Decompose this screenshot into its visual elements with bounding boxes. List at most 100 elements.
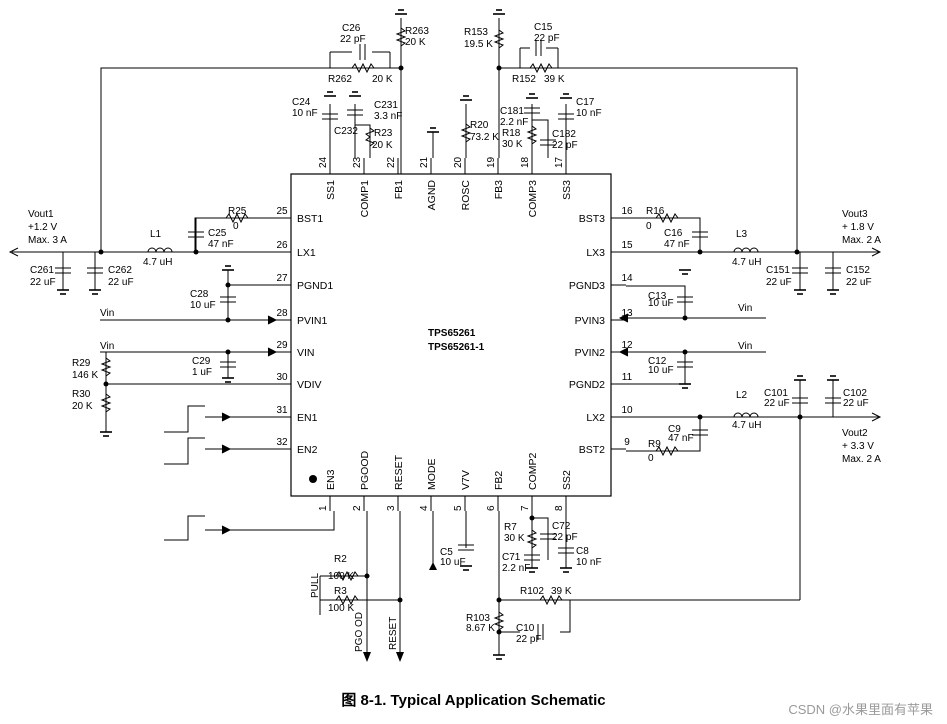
component-value-C15: 22 pF: [534, 33, 560, 44]
component-ref-C151: C151: [766, 265, 790, 276]
component-value-C231: 3.3 nF: [374, 111, 402, 122]
component-ref-C28: C28: [190, 289, 209, 300]
pin-num-bottom: 4: [419, 505, 430, 511]
component-value-C16: 47 nF: [664, 239, 690, 250]
pin-num-top: 23: [352, 156, 363, 168]
component-ref-C12: C12: [648, 356, 667, 367]
pin-name-bottom: PGOOD: [359, 450, 371, 490]
component-value-R3: 100 K: [328, 603, 354, 614]
component-ref-R29: R29: [72, 358, 91, 369]
pin-name-top: AGND: [426, 180, 438, 211]
pin-num-top: 21: [419, 156, 430, 168]
capacitor-C29: [220, 361, 236, 368]
pin-num-bottom: 8: [554, 505, 565, 511]
component-ref-C231: C231: [374, 100, 398, 111]
component-value-C152: 22 uF: [846, 277, 872, 288]
component-ref-C261: C261: [30, 265, 54, 276]
component-value-R20: 73.2 K: [470, 132, 499, 143]
vin-label-pvin1: Vin: [100, 308, 114, 319]
capacitor-C10: [537, 624, 544, 640]
inductor-L3: [733, 247, 759, 253]
pin-num-right: 9: [624, 437, 630, 448]
pgood-net-label: PGO OD: [354, 612, 365, 652]
vout1-current: Max. 3 A: [28, 235, 67, 246]
vout2-name: Vout2: [842, 428, 868, 439]
capacitor-C5: [458, 544, 474, 551]
pin-num-left: 27: [276, 273, 288, 284]
resistor-R25: [225, 212, 249, 224]
component-value-C28: 10 uF: [190, 300, 216, 311]
resistor-R9: [655, 445, 679, 457]
component-value-R103: 8.67 K: [466, 623, 495, 634]
pin-num-right: 12: [621, 340, 633, 351]
component-ref-C232: C232: [334, 126, 358, 137]
pin-num-top: 19: [486, 156, 497, 168]
pin-num-top: 22: [386, 156, 397, 168]
pins-top: 24SS123COMP122FB121AGND20ROSC19FB318COMP…: [318, 156, 573, 217]
resistor-R18: [526, 125, 538, 145]
capacitor-C25: [188, 231, 204, 238]
net-labels: Vout1 +1.2 V Max. 3 A Vout3 + 1.8 V Max.…: [28, 209, 881, 652]
pin-num-right: 14: [621, 273, 633, 284]
resistor-R23: [364, 127, 376, 147]
component-value-C10: 22 pF: [516, 634, 542, 645]
component-value-R263: 20 K: [405, 37, 426, 48]
ic-body: [290, 173, 612, 497]
component-ref-L3: L3: [736, 229, 748, 240]
pin-name-top: SS1: [325, 180, 337, 200]
capacitor-C151: [792, 267, 808, 274]
pin-num-bottom: 6: [486, 505, 497, 511]
junctions: [98, 65, 803, 635]
pin-name-right: BST3: [579, 213, 605, 225]
pin-name-bottom: RESET: [393, 454, 405, 490]
pin-num-right: 16: [621, 206, 633, 217]
pin-num-top: 18: [520, 156, 531, 168]
pin-num-left: 30: [276, 372, 288, 383]
component-ref-L1: L1: [150, 229, 162, 240]
component-ref-R152: R152: [512, 74, 536, 85]
component-value-C72: 22 pF: [552, 532, 578, 543]
resistor-R262: [351, 62, 375, 74]
capacitor-C13: [677, 296, 693, 303]
pin-num-left: 29: [276, 340, 288, 351]
component-value-C24: 10 nF: [292, 108, 318, 119]
resistor-R16: [655, 212, 679, 224]
component-value-C151: 22 uF: [766, 277, 792, 288]
component-value-C9: 47 nF: [668, 433, 694, 444]
resistor-R2: [335, 570, 359, 582]
component-ref-C13: C13: [648, 291, 667, 302]
component-value-L1: 4.7 uH: [143, 257, 172, 268]
pin-name-bottom: MODE: [426, 459, 438, 491]
pins-left: 25BST126LX127PGND128PVIN129VIN30VDIV31EN…: [276, 206, 333, 456]
capacitor-C101: [792, 397, 808, 404]
component-ref-L2: L2: [736, 390, 748, 401]
resistors: [100, 27, 679, 631]
watermark: CSDN @水果里面有苹果: [788, 702, 933, 717]
component-value-C182: 22 pF: [552, 140, 578, 151]
capacitor-C8: [558, 547, 574, 554]
wiring: [8, 18, 882, 658]
pin-name-left: PVIN1: [297, 315, 328, 327]
pin-name-top: SS3: [561, 180, 573, 200]
component-ref-C182: C182: [552, 129, 576, 140]
component-value-R25: 0: [233, 221, 239, 232]
pin-num-top: 24: [318, 156, 329, 168]
component-value-R2: 100 K: [328, 571, 354, 582]
pin-name-top: FB3: [493, 180, 505, 199]
pin-num-left: 28: [276, 308, 288, 319]
pin-name-right: PGND2: [569, 379, 605, 391]
component-value-C13: 10 uF: [648, 298, 674, 309]
pin-num-bottom: 1: [318, 505, 329, 511]
component-ref-R16: R16: [646, 206, 665, 217]
pin-name-bottom: V7V: [460, 470, 472, 490]
component-ref-R103: R103: [466, 613, 490, 624]
capacitor-C262: [87, 267, 103, 274]
pin-name-right: PGND3: [569, 280, 605, 292]
component-ref-C102: C102: [843, 388, 867, 399]
resistor-R102: [539, 594, 563, 606]
component-ref-R23: R23: [374, 128, 393, 139]
pin-num-top: 17: [554, 156, 565, 168]
